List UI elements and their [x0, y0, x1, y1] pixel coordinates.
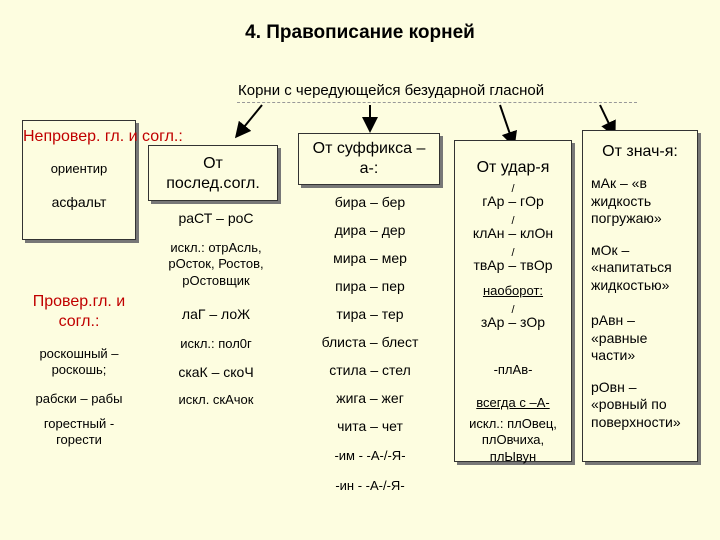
meaning-box: От знач-я: мАк – «в жидкость погружаю» м… — [582, 130, 698, 462]
suffix-list: бира – бер дира – дер мира – мер пира – … — [298, 194, 442, 506]
stress-slash-mark: / — [511, 304, 515, 316]
last-consonant-item: скаК – скоЧ — [178, 364, 254, 380]
meaning-item: мОк – «напитаться жидкостью» — [591, 241, 672, 293]
last-consonant-item: искл. скАчок — [178, 392, 254, 407]
suffix-item: жига – жег — [336, 390, 404, 406]
stress-item: гАр – гОр — [482, 193, 544, 209]
unverified-box: Непровер. гл. и согл.: ориентир асфальт — [22, 120, 183, 240]
unverified-example: ориентир — [50, 161, 108, 176]
meaning-item: рАвн – «равные части» — [591, 312, 648, 363]
verified-heading: Провер.гл. и согл.: — [32, 293, 126, 330]
verified-example: горестный - горести — [43, 415, 115, 447]
suffix-item: -им - -А-/-Я- — [334, 448, 406, 463]
suffix-box: От суффикса – а-: — [298, 133, 440, 185]
stress-box: От удар-я / гАр – гОр / клАн – клОн / тв… — [454, 140, 572, 464]
verified-section: Провер.гл. и согл.: роскошный – роскошь;… — [20, 292, 138, 448]
stress-item: твАр – твОр — [473, 257, 553, 273]
suffix-item: пира – пер — [335, 278, 405, 294]
pla-label: -плАв- — [493, 362, 533, 377]
verified-example: роскошный – роскошь; — [39, 346, 119, 378]
always-label: всегда с –А- — [476, 395, 550, 410]
last-consonant-item: раСТ – роС — [178, 210, 254, 226]
arrow-to-meaning — [599, 104, 616, 138]
suffix-item: блиста – блест — [321, 334, 419, 350]
stress-exception: искл.: плОвец, плОвчиха, плЫвун — [469, 416, 557, 464]
last-consonant-item: искл.: пол0г — [180, 336, 252, 351]
arrow-to-stress — [499, 104, 517, 148]
suffix-heading: От суффикса – а-: — [312, 140, 426, 177]
unverified-example: асфальт — [51, 194, 107, 210]
meaning-heading: От знач-я: — [602, 143, 678, 160]
suffix-item: дира – дер — [334, 222, 406, 238]
suffix-item: тира – тер — [336, 306, 404, 322]
last-consonant-item: искл.: отрАсль, рОсток, Ростов, рОстовщи… — [168, 240, 264, 288]
stress-heading: От удар-я — [476, 159, 550, 176]
stress-slash-mark: / — [511, 247, 515, 259]
stress-slash-mark: / — [511, 183, 515, 195]
suffix-item: -ин - -А-/-Я- — [335, 478, 405, 493]
last-consonant-item: лаГ – лоЖ — [181, 306, 251, 322]
stress-item: клАн – клОн — [472, 225, 554, 241]
subtitle-divider — [237, 102, 637, 103]
page-title: 4. Правописание корней — [245, 22, 475, 43]
suffix-item: бира – бер — [334, 194, 406, 210]
last-consonant-box: От послед.согл. — [148, 145, 278, 201]
subtitle: Корни с чередующейся безударной гласной — [238, 82, 545, 99]
meaning-item: рОвн – «ровный по поверхности» — [591, 378, 681, 430]
meaning-item: мАк – «в жидкость погружаю» — [591, 175, 662, 226]
stress-slash-mark: / — [511, 215, 515, 227]
last-consonant-heading: От послед.согл. — [166, 155, 260, 192]
reverse-item: зАр – зОр — [480, 314, 546, 330]
suffix-item: стила – стел — [329, 362, 411, 378]
verified-example: рабски – рабы — [35, 390, 123, 406]
reverse-label: наоборот: — [482, 283, 544, 298]
unverified-heading: Непровер. гл. и согл.: — [23, 128, 183, 145]
suffix-item: мира – мер — [333, 250, 407, 266]
suffix-item: чита – чет — [337, 418, 403, 434]
arrow-to-last-consonant — [234, 104, 263, 139]
